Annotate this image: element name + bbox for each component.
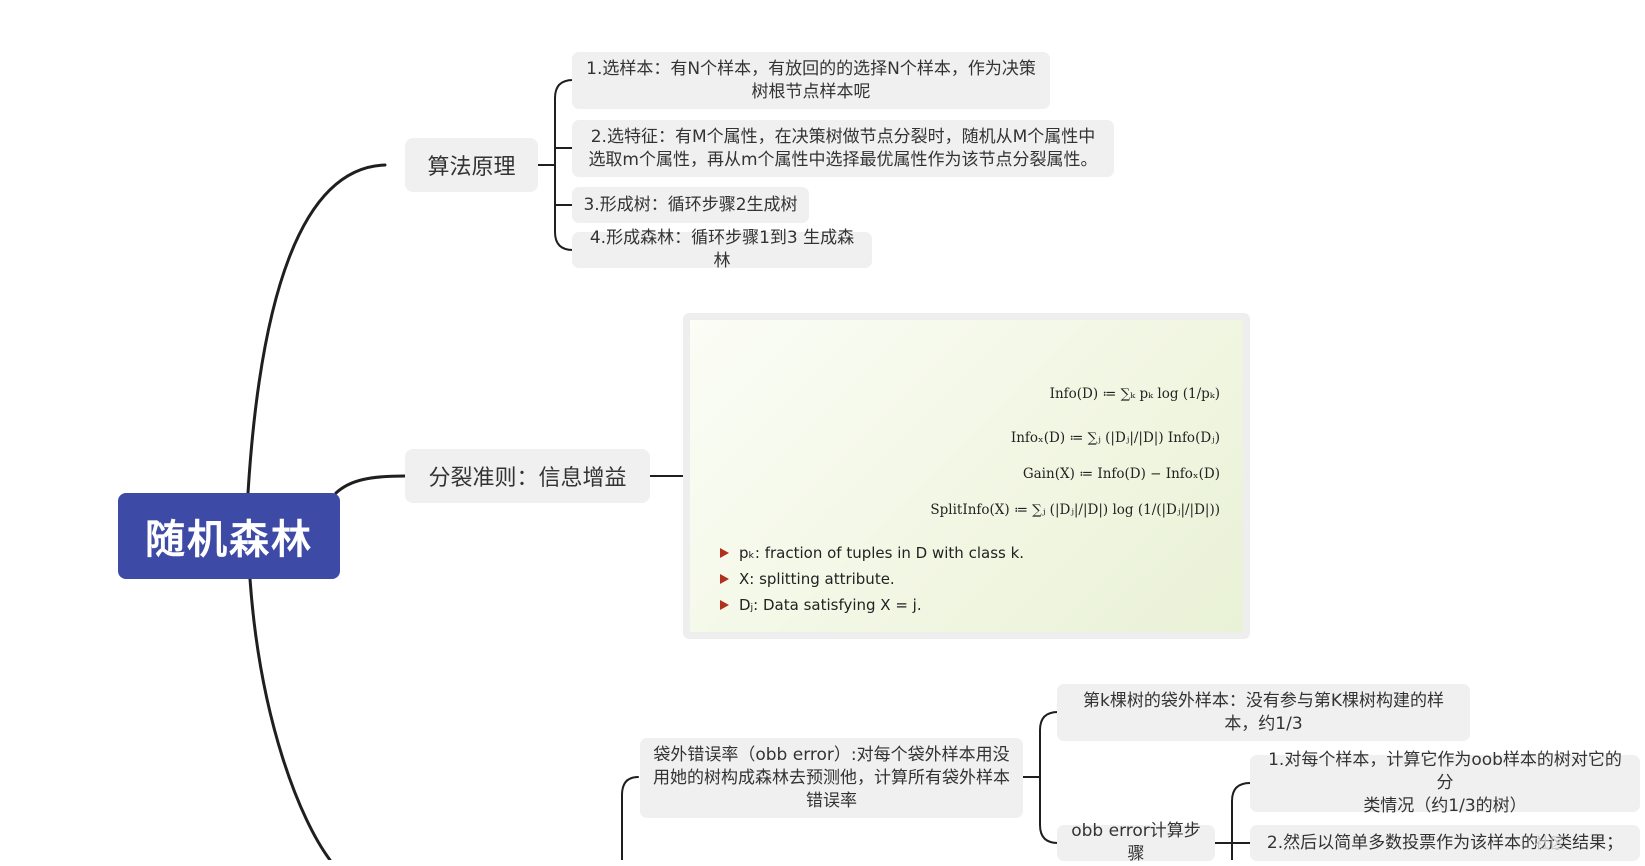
bullet-x: X: splitting attribute. (720, 566, 1024, 592)
oob-step-2[interactable]: 2.然后以简单多数投票作为该样本的分类结果； (1250, 825, 1640, 861)
root-node[interactable]: 随机森林 (118, 493, 340, 579)
connector-oob-bracket (1039, 711, 1059, 844)
branch-split-criterion[interactable]: 分裂准则：信息增益 (405, 449, 650, 503)
oob-sample-line1: 第k棵树的袋外样本：没有参与第K棵树构建的样 (1083, 690, 1444, 711)
bullet-pk: pₖ: fraction of tuples in D with class k… (720, 540, 1024, 566)
oob-line1: 袋外错误率（obb error）:对每个袋外样本用没 (653, 744, 1010, 765)
oob-steps-node[interactable]: obb error计算步骤 (1057, 821, 1215, 864)
oob-sample-line2: 本，约1/3 (1224, 713, 1303, 734)
oob-line2: 用她的树构成森林去预测他，计算所有袋外样本 (653, 767, 1010, 788)
connector-root-oob (248, 577, 332, 860)
oob-step-2-label: 2.然后以简单多数投票作为该样本的分类结果； (1266, 832, 1624, 853)
principle-step-2[interactable]: 2.选特征：有M个属性，在决策树做节点分裂时，随机从M个属性中 选取m个属性，再… (572, 120, 1114, 177)
connector-principle-bracket (554, 79, 574, 251)
bullet-dj: Dⱼ: Data satisfying X = j. (720, 592, 1024, 618)
oob-step-1-line2: 类情况（约1/3的树） (1363, 796, 1527, 816)
oob-step-1-line1: 1.对每个样本，计算它作为oob样本的树对它的分 (1268, 750, 1622, 793)
formula-bullets: pₖ: fraction of tuples in D with class k… (720, 540, 1024, 618)
connector-root-split (334, 474, 407, 495)
formula-list: Info(D) ≔ ∑ₖ pₖ log (1/pₖ) Infoₓ(D) ≔ ∑ⱼ… (900, 372, 1220, 532)
formula-gain: Gain(X) ≔ Info(D) − Infoₓ(D) (1022, 466, 1220, 482)
oob-step-1[interactable]: 1.对每个样本，计算它作为oob样本的树对它的分 类情况（约1/3的树） (1250, 750, 1640, 816)
formula-panel: Info(D) ≔ ∑ₖ pₖ log (1/pₖ) Infoₓ(D) ≔ ∑ⱼ… (690, 320, 1243, 632)
bullet-pk-text: pₖ: fraction of tuples in D with class k… (739, 544, 1025, 562)
formula-info-x: Infoₓ(D) ≔ ∑ⱼ (|Dⱼ|/|D|) Info(Dⱼ) (1010, 430, 1220, 446)
principle-step-3-label: 3.形成树：循环步骤2生成树 (583, 194, 798, 215)
branch-oob-error[interactable]: 袋外错误率（obb error）:对每个袋外样本用没 用她的树构成森林去预测他，… (640, 738, 1023, 818)
formula-image[interactable]: Info(D) ≔ ∑ₖ pₖ log (1/pₖ) Infoₓ(D) ≔ ∑ⱼ… (683, 313, 1250, 639)
principle-step-2-line2: 选取m个属性，再从m个属性中选择最优属性作为该节点分裂属性。 (588, 149, 1098, 170)
connector-root-principle (246, 163, 387, 495)
connector-oob-trunk (621, 776, 639, 860)
principle-step-4-label: 4.形成森林：循环步骤1到3 生成森林 (589, 228, 855, 271)
principle-step-1[interactable]: 1.选样本：有N个样本，有放回的的选择N个样本，作为决策 树根节点样本呢 (572, 52, 1050, 109)
oob-steps-label: obb error计算步骤 (1071, 821, 1201, 864)
arrow-bullet-icon (720, 548, 729, 558)
connector-steps-bracket (1231, 782, 1251, 860)
principle-step-2-line1: 2.选特征：有M个属性，在决策树做节点分裂时，随机从M个属性中 (590, 126, 1096, 147)
formula-split-info: SplitInfo(X) ≔ ∑ⱼ (|Dⱼ|/|D|) log (1/(|Dⱼ… (930, 502, 1220, 518)
oob-line3: 错误率 (806, 790, 857, 811)
watermark-text: 社区 (1535, 834, 1566, 852)
branch-algorithm-principle[interactable]: 算法原理 (405, 138, 538, 192)
bullet-x-text: X: splitting attribute. (739, 570, 895, 588)
arrow-bullet-icon (720, 600, 729, 610)
principle-step-1-line1: 1.选样本：有N个样本，有放回的的选择N个样本，作为决策 (586, 58, 1036, 79)
principle-step-4[interactable]: 4.形成森林：循环步骤1到3 生成森林 (572, 228, 872, 271)
arrow-bullet-icon (720, 574, 729, 584)
principle-step-3[interactable]: 3.形成树：循环步骤2生成树 (572, 187, 809, 223)
oob-sample-node[interactable]: 第k棵树的袋外样本：没有参与第K棵树构建的样 本，约1/3 (1057, 684, 1470, 741)
bullet-dj-text: Dⱼ: Data satisfying X = j. (739, 596, 922, 614)
formula-info: Info(D) ≔ ∑ₖ pₖ log (1/pₖ) (1049, 386, 1220, 402)
principle-step-1-line2: 树根节点样本呢 (751, 81, 871, 102)
